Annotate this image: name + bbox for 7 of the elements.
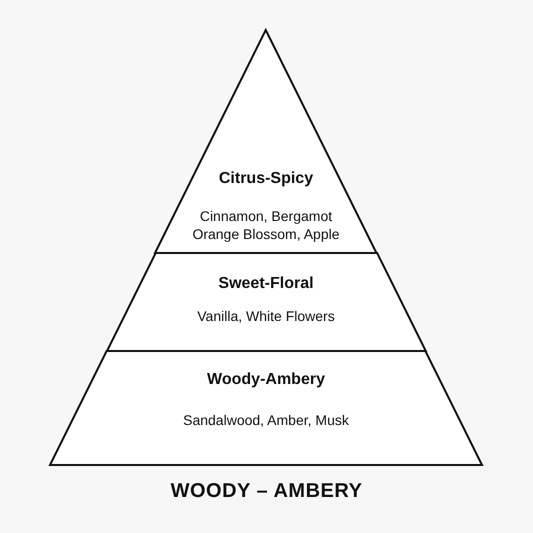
- section-heading: Sweet-Floral: [217, 275, 315, 293]
- title: WOODY – AMBERY: [170, 480, 364, 503]
- notes-list: Vanilla, White Flowers: [146, 307, 386, 325]
- notes-list: Sandalwood, Amber, Musk: [116, 411, 416, 429]
- section-heading: Woody-Ambery: [206, 371, 326, 389]
- notes-list: Cinnamon, Bergamot Orange Blossom, Apple: [182, 207, 350, 243]
- section-heading: Citrus-Spicy: [218, 170, 314, 188]
